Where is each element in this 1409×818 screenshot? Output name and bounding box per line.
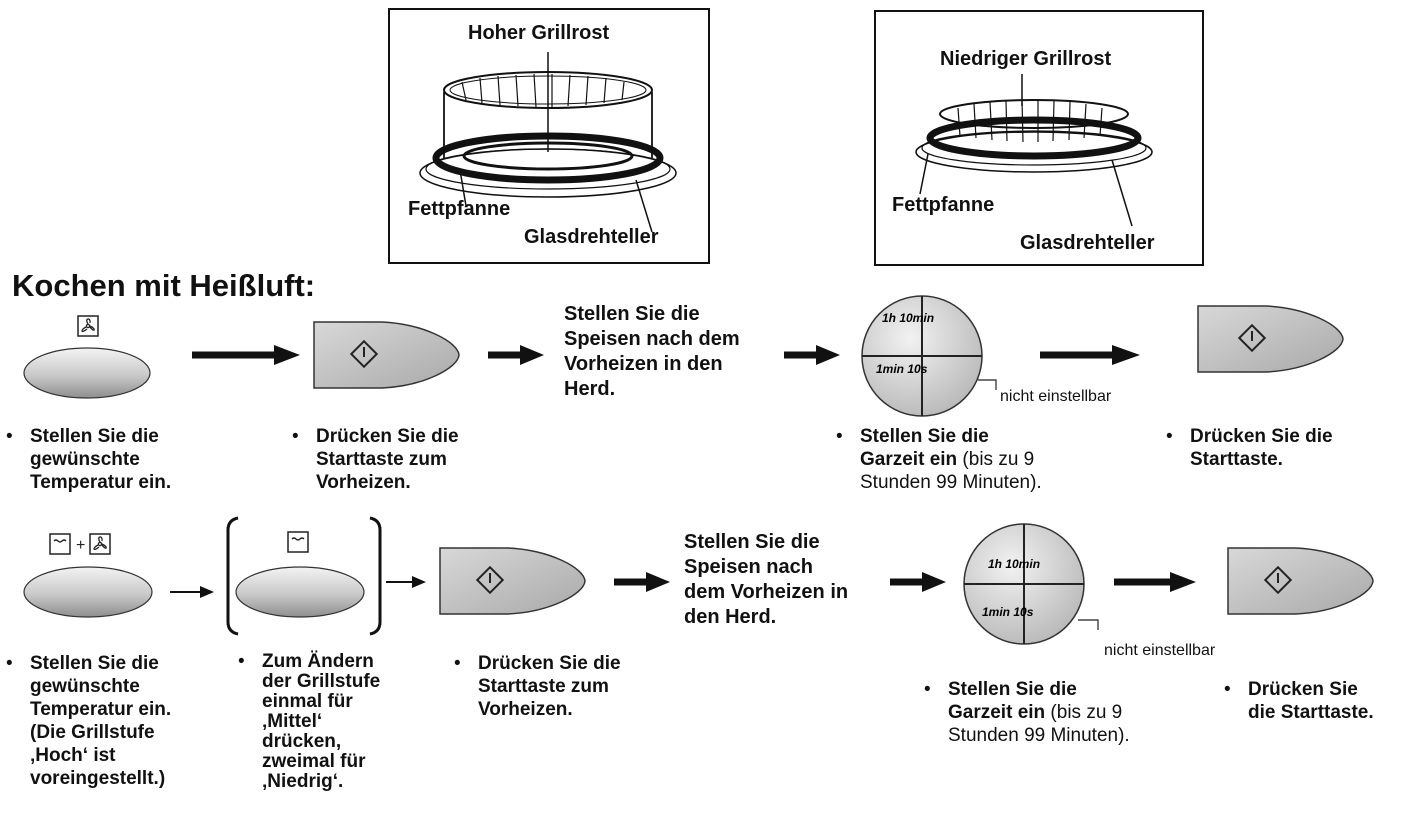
row1-convection-button[interactable] <box>18 312 158 402</box>
row1-start-button-2[interactable] <box>1196 304 1346 374</box>
dial-lower-label: 1min 10s <box>876 362 928 376</box>
start-icon <box>1237 323 1267 353</box>
row1-arrow-4 <box>1040 345 1140 365</box>
plus-icon: + <box>76 537 85 554</box>
section-heading: Kochen mit Heißluft: <box>12 268 316 303</box>
row2-start-button-1[interactable] <box>438 546 588 616</box>
row1-arrow-2 <box>488 345 544 365</box>
start-icon <box>475 565 505 595</box>
high-rack-pan-label: Fettpfanne <box>408 198 511 220</box>
row2-time-dial[interactable]: 1h 10min 1min 10s <box>958 520 1108 660</box>
row2-grill-button-bracketed[interactable] <box>224 516 404 646</box>
row2-caption-cooktime: • Stellen Sie die Garzeit ein (bis zu 9 … <box>924 679 1130 746</box>
high-rack-plate-label: Glasdrehteller <box>524 226 659 248</box>
row2-dial-note: nicht einstellbar <box>1104 642 1216 659</box>
row1-arrow-1 <box>192 345 300 365</box>
high-rack-title: Hoher Grillrost <box>468 22 610 44</box>
low-rack-title: Niedriger Grillrost <box>940 48 1112 70</box>
dial-upper-label: 1h 10min <box>988 557 1040 571</box>
high-rack-diagram: Hoher Grillrost Fettpfanne Glasdrehtelle… <box>388 8 710 264</box>
row1-arrow-3 <box>784 345 840 365</box>
low-rack-diagram: Niedriger Grillrost Fettpfanne Glasdreht… <box>874 10 1204 266</box>
dial-upper-label: 1h 10min <box>882 311 934 325</box>
row2-start-button-2[interactable] <box>1226 546 1376 616</box>
row1-middle-instruction: Stellen Sie die Speisen nach dem Vorheiz… <box>564 303 740 400</box>
start-icon <box>1263 565 1293 595</box>
high-rack-illustration <box>419 52 677 233</box>
row1-start-button-1[interactable] <box>312 320 462 390</box>
row2-arrow-5 <box>1114 572 1196 592</box>
row1-dial-note: nicht einstellbar <box>1000 388 1112 405</box>
grill-icon <box>49 533 71 555</box>
row2-middle-instruction: Stellen Sie die Speisen nach dem Vorheiz… <box>684 531 849 628</box>
row2-arrow-4 <box>890 572 946 592</box>
start-icon <box>349 339 379 369</box>
row2-grill-convection-button[interactable]: + <box>18 532 168 622</box>
row2-arrow-1 <box>170 586 214 598</box>
dial-lower-label: 1min 10s <box>982 605 1034 619</box>
low-rack-illustration <box>915 74 1153 227</box>
row2-arrow-2 <box>386 576 426 588</box>
row2-arrow-3 <box>614 572 670 592</box>
row1-time-dial[interactable]: 1h 10min 1min 10s <box>856 292 1006 432</box>
low-rack-pan-label: Fettpfanne <box>892 194 995 216</box>
grill-icon <box>287 531 309 553</box>
row1-caption-cooktime: • Stellen Sie die Garzeit ein (bis zu 9 … <box>836 426 1042 493</box>
low-rack-plate-label: Glasdrehteller <box>1020 232 1155 254</box>
